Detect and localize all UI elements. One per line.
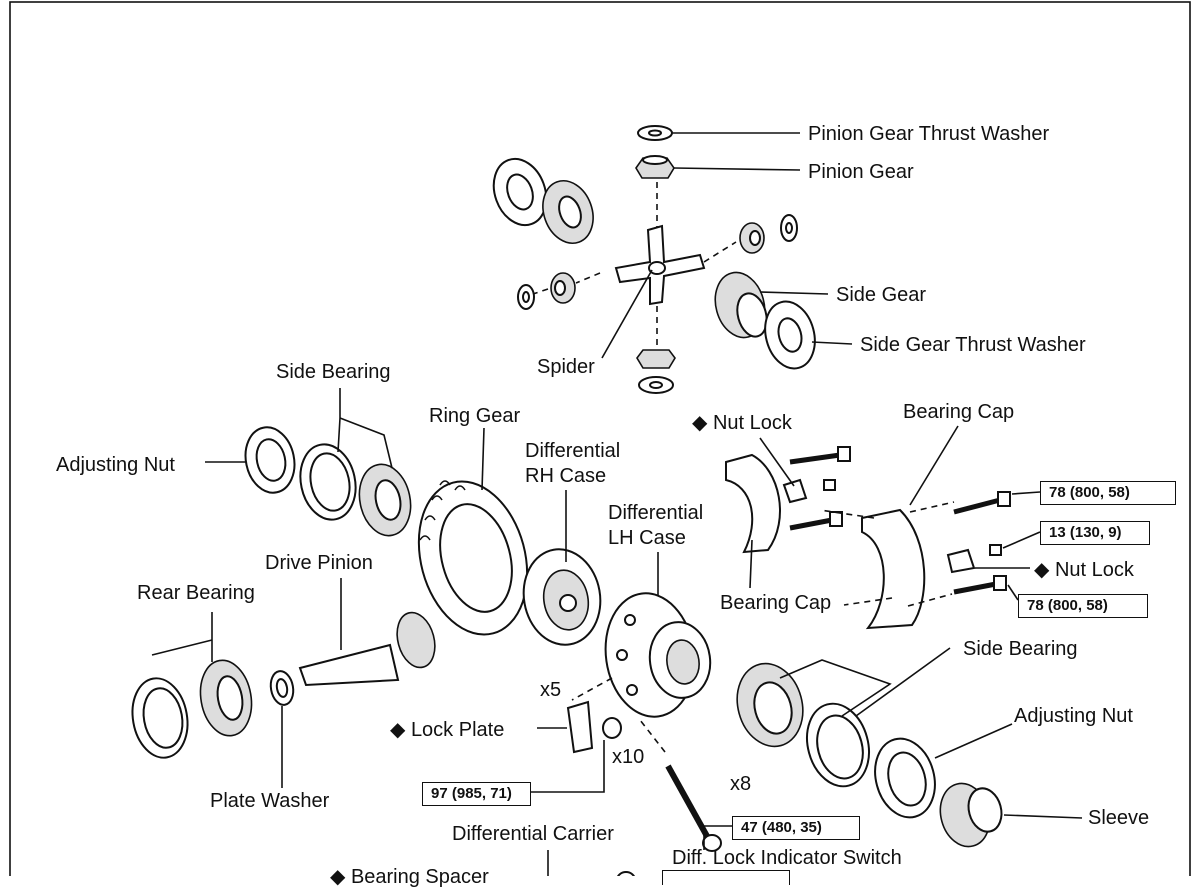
bearing-cap-right-bolt-lower-shape [953, 575, 1007, 595]
rear-bearing-race-shape [131, 677, 189, 759]
label-bearing-spacer-partial: ◆ Bearing Spacer [330, 866, 489, 888]
side-bearing-left-race-shape [299, 443, 357, 521]
thrust-washer-left-shape [517, 284, 535, 310]
nut-lock-right-bolt-shape [989, 544, 1002, 556]
lock-plate-bolt-shape [602, 717, 622, 739]
label-bearing-cap-middle: Bearing Cap [720, 592, 832, 614]
ring-gear-shape [417, 480, 529, 636]
differential-rh-case-shape [522, 548, 602, 646]
label-lock-plate: ◆ Lock Plate [390, 719, 505, 741]
nut-lock-right-shape [946, 548, 976, 574]
pinion-gear-top-shape [635, 155, 675, 179]
side-gear-left-shape [542, 180, 594, 244]
torque-box-47: 47 (480, 35) [732, 816, 860, 840]
pinion-gear-left-shape [550, 272, 576, 304]
pinion-gear-right-shape [739, 222, 765, 254]
drive-pinion-shape [298, 611, 436, 687]
torque-box-78-lower: 78 (800, 58) [1018, 594, 1148, 618]
bearing-cap-bolt-lower-shape [789, 511, 843, 531]
nut-lock-bolt-small-shape [823, 479, 836, 491]
side-gear-right-shape [714, 271, 768, 339]
label-plate-washer: Plate Washer [210, 790, 330, 812]
label-diff-lock-indicator-switch: Diff. Lock Indicator Switch [672, 847, 902, 869]
label-differential-rh-case-1: Differential [525, 440, 621, 462]
bearing-cap-right-shape [861, 508, 926, 630]
label-pinion-gear: Pinion Gear [808, 161, 914, 183]
label-drive-pinion: Drive Pinion [265, 552, 373, 574]
label-adjusting-nut-right: Adjusting Nut [1014, 705, 1133, 727]
thrust-washer-right-shape [780, 214, 798, 242]
nut-lock-top-shape [782, 478, 808, 504]
adjusting-nut-right-shape [874, 737, 936, 819]
label-differential-lh-case-2: LH Case [608, 527, 686, 549]
label-bearing-cap-top: Bearing Cap [903, 401, 1015, 423]
label-side-bearing-right: Side Bearing [963, 638, 1078, 660]
bearing-cap-right-bolt-upper-shape [953, 491, 1011, 515]
torque-box-78-upper: 78 (800, 58) [1040, 481, 1176, 505]
label-side-gear-thrust-washer: Side Gear Thrust Washer [860, 334, 1086, 356]
indicator-switch-shape [617, 871, 635, 876]
spider-shape [614, 224, 706, 306]
pinion-thrust-washer-bottom-shape [638, 376, 674, 394]
label-pinion-gear-thrust-washer: Pinion Gear Thrust Washer [808, 123, 1050, 145]
side-gear-thrust-washer-left-shape [492, 157, 548, 227]
label-adjusting-nut-left: Adjusting Nut [56, 454, 175, 476]
torque-box-97: 97 (985, 71) [422, 782, 531, 806]
label-sleeve: Sleeve [1088, 807, 1150, 829]
sleeve-shape [939, 782, 1003, 848]
rear-bearing-roller-shape [199, 659, 253, 737]
label-x8: x8 [730, 773, 752, 795]
pinion-gear-bottom-shape [636, 349, 676, 369]
side-bearing-left-roller-shape [358, 463, 412, 537]
differential-lh-case-shape [604, 592, 712, 718]
label-rear-bearing: Rear Bearing [137, 582, 255, 604]
case-bolt-shape [665, 764, 722, 852]
side-gear-thrust-washer-right-shape [764, 300, 816, 370]
label-x10: x10 [612, 746, 645, 768]
label-spider: Spider [537, 356, 595, 378]
plate-washer-shape [269, 670, 295, 706]
pinion-thrust-washer-top-shape [637, 125, 673, 141]
adjusting-nut-left-shape [244, 426, 296, 494]
bearing-cap-middle-shape [725, 453, 781, 554]
torque-box-bottom-partial [662, 870, 790, 885]
label-side-gear: Side Gear [836, 284, 927, 306]
label-ring-gear: Ring Gear [429, 405, 521, 427]
side-bearing-right-race-shape [806, 702, 870, 788]
label-nut-lock-right: ◆ Nut Lock [1034, 559, 1134, 581]
page-frame [9, 1, 1191, 876]
label-nut-lock-top: ◆ Nut Lock [692, 412, 792, 434]
label-differential-lh-case-1: Differential [608, 502, 704, 524]
side-bearing-right-roller-shape [736, 662, 804, 748]
label-differential-carrier: Differential Carrier [452, 823, 614, 845]
label-side-bearing-left: Side Bearing [276, 361, 391, 383]
label-x5: x5 [540, 679, 562, 701]
lock-plate-shape [566, 700, 594, 754]
label-differential-rh-case-2: RH Case [525, 465, 607, 487]
bearing-cap-bolt-upper-shape [789, 446, 851, 465]
torque-box-13: 13 (130, 9) [1040, 521, 1150, 545]
